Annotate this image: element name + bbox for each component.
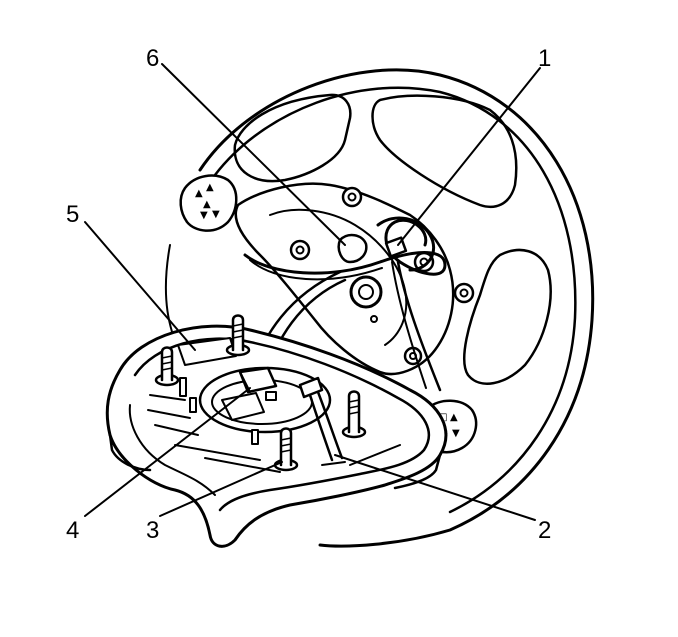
callout-4: 4	[66, 517, 79, 544]
hub-bolt-hole	[341, 186, 363, 208]
leader-line-3	[159, 461, 283, 517]
arrow-up-icon: ▲	[450, 412, 458, 423]
callout-1: 1	[538, 45, 551, 72]
steering-shaft	[349, 275, 383, 309]
hub-bolt-hole	[453, 282, 475, 304]
mounting-studs	[154, 314, 367, 472]
arrow-down-icon: ▼	[200, 210, 208, 221]
mounting-stud	[154, 346, 180, 387]
left-control-switch: ▲ ▲ ▲ ▼ ▼	[179, 174, 238, 232]
leader-line-1	[397, 67, 541, 246]
arrow-up-icon: ▲	[195, 188, 203, 199]
leader-line-6	[161, 63, 346, 246]
airbag-module	[105, 324, 448, 548]
upper-spoke-openings	[233, 93, 552, 385]
callout-5: 5	[66, 201, 79, 228]
pigtail-clip	[298, 376, 324, 399]
mounting-stud	[341, 390, 367, 439]
callout-labels: 1 2 3 4 5 6	[66, 45, 551, 544]
leader-line-4	[84, 387, 251, 517]
mounting-stud	[225, 314, 251, 357]
arrow-up-icon: ▲	[206, 182, 214, 193]
module-connector	[238, 366, 278, 394]
leader-line-5	[84, 221, 196, 351]
callout-6: 6	[146, 45, 159, 72]
hub-connector	[384, 236, 408, 258]
leader-lines	[84, 63, 541, 521]
arrow-down-icon: ▼	[452, 428, 460, 439]
arrow-down-icon: ▼	[212, 209, 220, 220]
leader-line-2	[334, 454, 536, 521]
callout-3: 3	[146, 517, 159, 544]
callout-2: 2	[538, 517, 551, 544]
hub-bolt-hole	[289, 239, 311, 261]
arrow-up-icon: ▲	[203, 199, 211, 210]
